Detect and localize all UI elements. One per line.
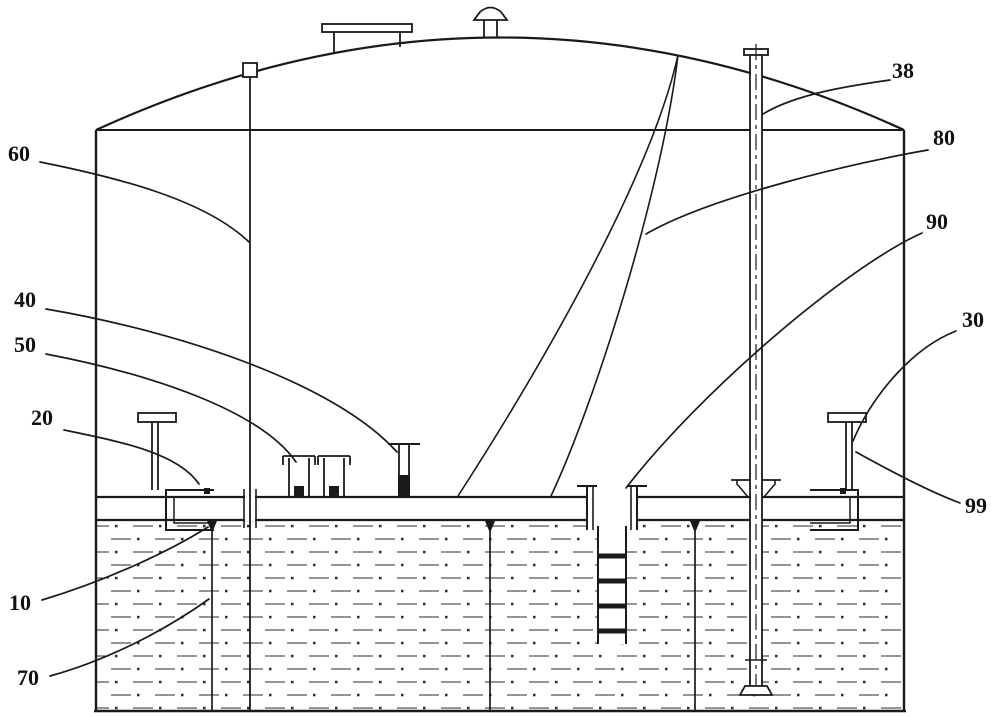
leader-38: [762, 79, 891, 115]
left-bracket-top: [137, 412, 177, 423]
ref-label-30: 30: [962, 307, 984, 332]
roof-vent-cap: [472, 6, 509, 21]
leader-60: [39, 161, 250, 243]
pole-foot: [738, 685, 774, 696]
deck-sleeve-fittings: [282, 455, 351, 497]
side-brackets: [137, 412, 867, 490]
ref-label-10: 10: [9, 590, 31, 615]
ref-label-80: 80: [933, 125, 955, 150]
roof-manhole-cover: [321, 23, 413, 33]
right-rim-seal-outer: [810, 489, 859, 531]
pole-collar-right: [763, 480, 776, 498]
ref-label-50: 50: [14, 332, 36, 357]
leg-anchor-arrow: [207, 521, 217, 533]
right-rim-seal-inner: [810, 496, 851, 524]
leg-anchor-arrow: [690, 521, 700, 533]
ref-label-70: 70: [17, 665, 39, 690]
leader-99: [855, 451, 961, 504]
ladder-cutout: [599, 526, 625, 644]
ref-label-40: 40: [14, 287, 36, 312]
dome-roof: [95, 36, 905, 132]
seal-bolt: [204, 488, 210, 494]
deck-cutouts: [245, 56, 762, 688]
ref-label-60: 60: [8, 141, 30, 166]
right-bracket-top: [827, 412, 867, 423]
leg-anchor-arrow: [485, 521, 495, 533]
leader-50: [45, 353, 297, 463]
deck-legs: [207, 521, 700, 710]
seal-bolt: [840, 488, 846, 494]
bleeder-body: [398, 475, 410, 497]
column-top-fitting: [242, 62, 258, 78]
left-rim-seal-inner: [173, 496, 214, 524]
ref-label-38: 38: [892, 58, 914, 83]
manhole-cutout: [588, 492, 636, 530]
left-rim-seal-outer: [165, 489, 214, 531]
bleeder-vent: [388, 443, 420, 497]
swing-cable: [457, 54, 679, 497]
leader-40: [45, 308, 398, 453]
ref-label-90: 90: [926, 209, 948, 234]
gauge-pole: [731, 44, 781, 696]
leader-20: [63, 429, 200, 485]
gauge-pole-cutout: [751, 56, 762, 688]
leader-90: [625, 232, 923, 489]
cable-line-right: [550, 54, 679, 497]
ref-label-20: 20: [31, 405, 53, 430]
leader-70: [49, 598, 210, 677]
floating-deck: [96, 495, 904, 522]
roof-fittings: [242, 6, 509, 78]
ladder: [597, 526, 627, 644]
pole-collar-left: [736, 480, 749, 498]
sleeve-base: [294, 486, 304, 497]
leader-10: [41, 526, 209, 601]
leader-30: [852, 330, 957, 442]
ref-label-99: 99: [965, 493, 987, 518]
cable-line-left: [457, 54, 679, 497]
liquid-hatching: [96, 523, 904, 711]
support-column: [243, 77, 257, 710]
leader-80: [645, 149, 929, 235]
leader-lines: [39, 79, 961, 677]
tank-shell: [94, 36, 906, 713]
rim-seals: [165, 488, 859, 531]
deck-manhole: [577, 485, 647, 530]
sleeve-base: [329, 486, 339, 497]
